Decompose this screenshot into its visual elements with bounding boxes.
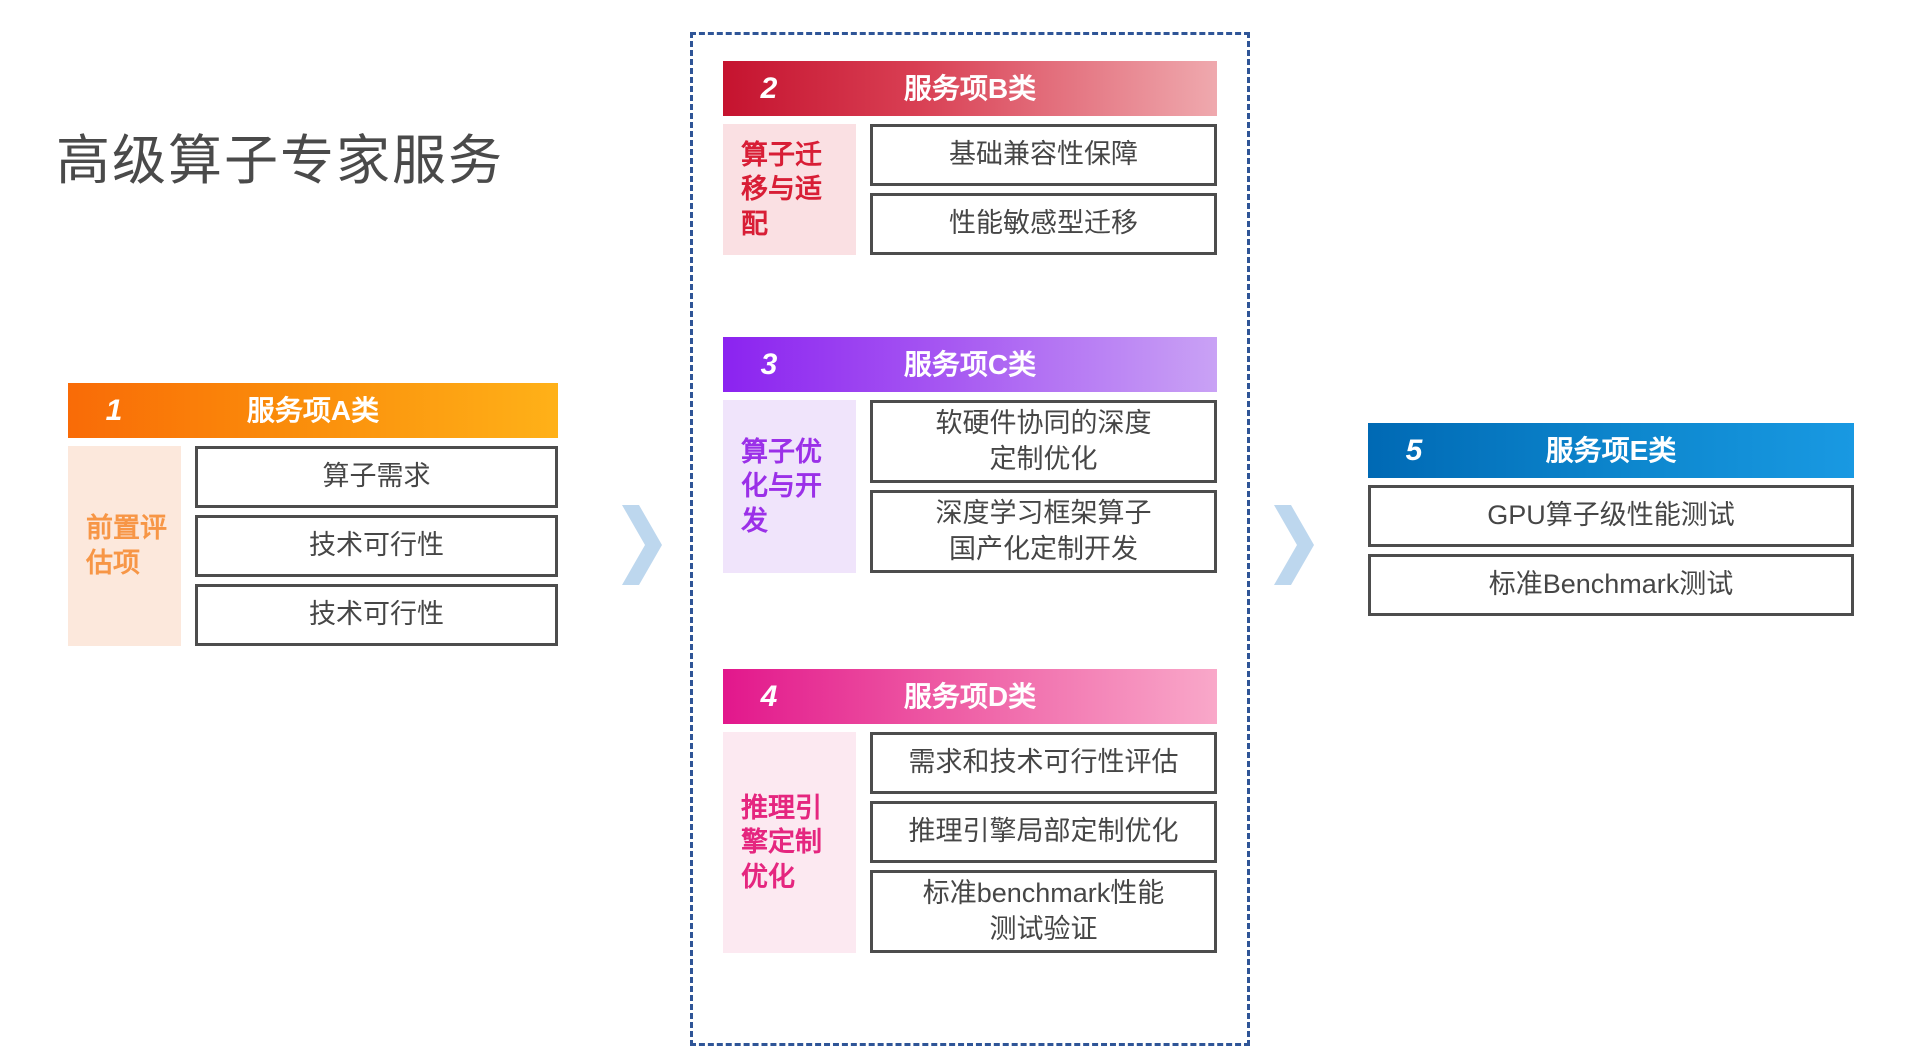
group-e-body: GPU算子级性能测试 标准Benchmark测试 [1368, 485, 1854, 616]
group-b-body: 算子迁移与适配 基础兼容性保障 性能敏感型迁移 [723, 124, 1217, 255]
group-c-title: 服务项C类 [903, 348, 1037, 380]
service-group-b: 2 服务项B类 算子迁移与适配 基础兼容性保障 性能敏感型迁移 [723, 61, 1217, 255]
group-c-items: 软硬件协同的深度 定制优化 深度学习框架算子 国产化定制开发 [870, 400, 1217, 573]
group-a-title: 服务项A类 [246, 394, 380, 426]
list-item[interactable]: 需求和技术可行性评估 [870, 732, 1217, 794]
group-a-items: 算子需求 技术可行性 技术可行性 [195, 446, 558, 646]
group-e-title: 服务项E类 [1545, 434, 1677, 466]
group-a-side-label: 前置评估项 [68, 446, 181, 646]
group-a-body: 前置评估项 算子需求 技术可行性 技术可行性 [68, 446, 558, 646]
group-e-number: 5 [1405, 433, 1423, 467]
group-d-body: 推理引擎定制优化 需求和技术可行性评估 推理引擎局部定制优化 标准benchma… [723, 732, 1217, 953]
group-d-number: 4 [760, 679, 778, 713]
grouped-services-outline [690, 32, 1250, 1046]
list-item[interactable]: 性能敏感型迁移 [870, 193, 1217, 255]
list-item[interactable]: 标准benchmark性能 测试验证 [870, 870, 1217, 953]
group-e-header: 5 服务项E类 [1368, 423, 1854, 478]
group-d-items: 需求和技术可行性评估 推理引擎局部定制优化 标准benchmark性能 测试验证 [870, 732, 1217, 953]
group-b-number: 2 [760, 71, 778, 105]
group-d-title: 服务项D类 [903, 680, 1037, 712]
list-item[interactable]: 深度学习框架算子 国产化定制开发 [870, 490, 1217, 573]
group-c-side-label: 算子优化与开发 [723, 400, 856, 573]
group-b-side-label: 算子迁移与适配 [723, 124, 856, 255]
group-d-header: 4 服务项D类 [723, 669, 1217, 724]
group-a-header: 1 服务项A类 [68, 383, 558, 438]
list-item[interactable]: 技术可行性 [195, 584, 558, 646]
group-c-number: 3 [760, 347, 778, 381]
list-item[interactable]: 推理引擎局部定制优化 [870, 801, 1217, 863]
page-title: 高级算子专家服务 [56, 131, 504, 191]
group-e-items: GPU算子级性能测试 标准Benchmark测试 [1368, 485, 1854, 616]
group-b-items: 基础兼容性保障 性能敏感型迁移 [870, 124, 1217, 255]
group-a-number: 1 [105, 393, 123, 427]
list-item[interactable]: 算子需求 [195, 446, 558, 508]
service-group-e: 5 服务项E类 GPU算子级性能测试 标准Benchmark测试 [1368, 423, 1854, 616]
group-c-body: 算子优化与开发 软硬件协同的深度 定制优化 深度学习框架算子 国产化定制开发 [723, 400, 1217, 573]
service-group-d: 4 服务项D类 推理引擎定制优化 需求和技术可行性评估 推理引擎局部定制优化 标… [723, 669, 1217, 953]
group-b-header: 2 服务项B类 [723, 61, 1217, 116]
list-item[interactable]: 技术可行性 [195, 515, 558, 577]
list-item[interactable]: 软硬件协同的深度 定制优化 [870, 400, 1217, 483]
group-c-header: 3 服务项C类 [723, 337, 1217, 392]
chevron-right-icon [620, 505, 664, 585]
list-item[interactable]: GPU算子级性能测试 [1368, 485, 1854, 547]
chevron-right-icon [1272, 505, 1316, 585]
list-item[interactable]: 标准Benchmark测试 [1368, 554, 1854, 616]
service-group-a: 1 服务项A类 前置评估项 算子需求 技术可行性 技术可行性 [68, 383, 558, 646]
group-b-title: 服务项B类 [903, 72, 1037, 104]
list-item[interactable]: 基础兼容性保障 [870, 124, 1217, 186]
service-group-c: 3 服务项C类 算子优化与开发 软硬件协同的深度 定制优化 深度学习框架算子 国… [723, 337, 1217, 573]
group-d-side-label: 推理引擎定制优化 [723, 732, 856, 953]
